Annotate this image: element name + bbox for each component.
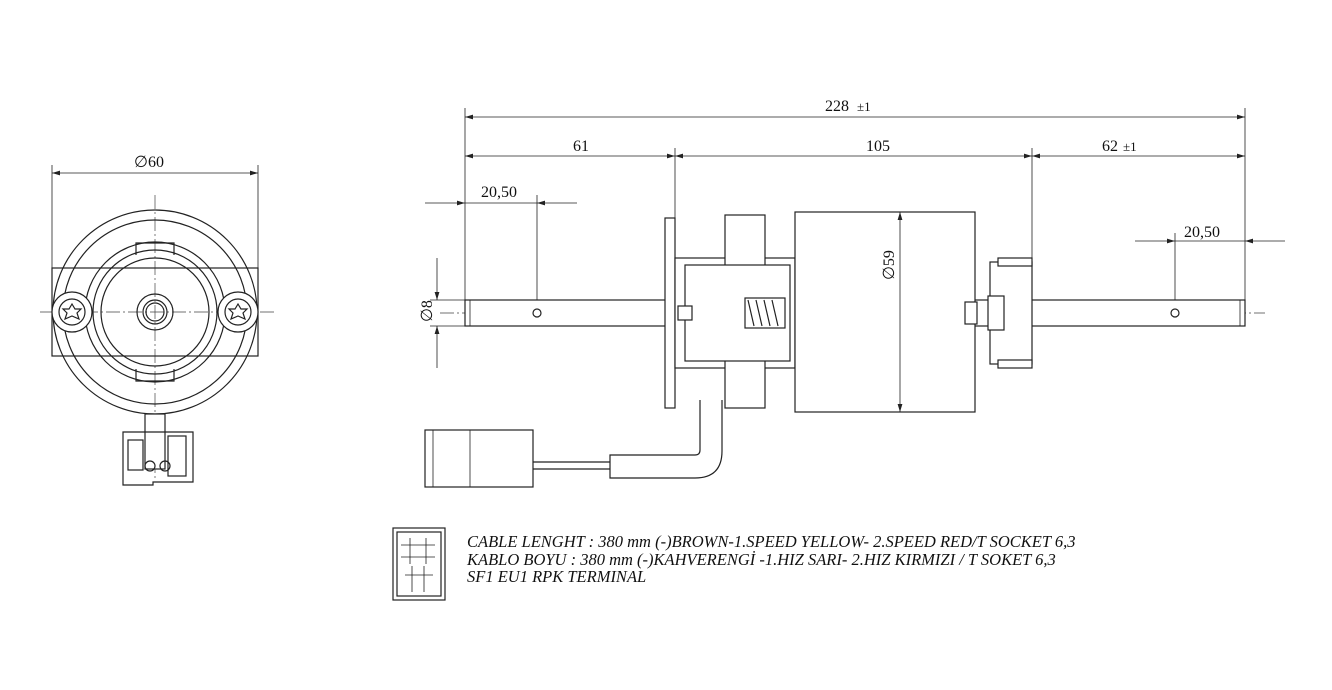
overall-tolerance-label: ±1 (857, 99, 871, 114)
right-shaft-length-label: 62 (1102, 138, 1118, 155)
terminal-socket-icon (392, 527, 446, 601)
front-view: ∅60 (40, 154, 275, 486)
torx-screw-icon (227, 302, 249, 321)
left-shaft-length-label: 61 (573, 138, 589, 155)
front-diameter-label: ∅60 (134, 154, 164, 171)
legend-line-1: CABLE LENGHT : 380 mm (-)BROWN-1.SPEED Y… (467, 532, 1076, 551)
overall-length-label: 228 (825, 98, 849, 115)
legend-line-3: SF1 EU1 RPK TERMINAL (467, 567, 647, 586)
body-length-label: 105 (866, 138, 890, 155)
torx-screw-icon (61, 302, 83, 321)
left-hole-offset-label: 20,50 (481, 184, 517, 201)
shaft-diameter-label: ∅8 (419, 300, 436, 322)
body-diameter-label: ∅59 (881, 250, 898, 280)
motor-body (794, 211, 976, 413)
side-view: 228 ±1 61 105 62 ±1 20,50 20,50 ∅8 (419, 98, 1285, 488)
connector (424, 429, 534, 488)
cable-legend: CABLE LENGHT : 380 mm (-)BROWN-1.SPEED Y… (467, 533, 1076, 586)
legend-line-2: KABLO BOYU : 380 mm (-)KAHVERENGİ -1.HIZ… (467, 549, 1056, 569)
right-hole-offset-label: 20,50 (1184, 224, 1220, 241)
right-shaft-tolerance-label: ±1 (1123, 139, 1137, 154)
